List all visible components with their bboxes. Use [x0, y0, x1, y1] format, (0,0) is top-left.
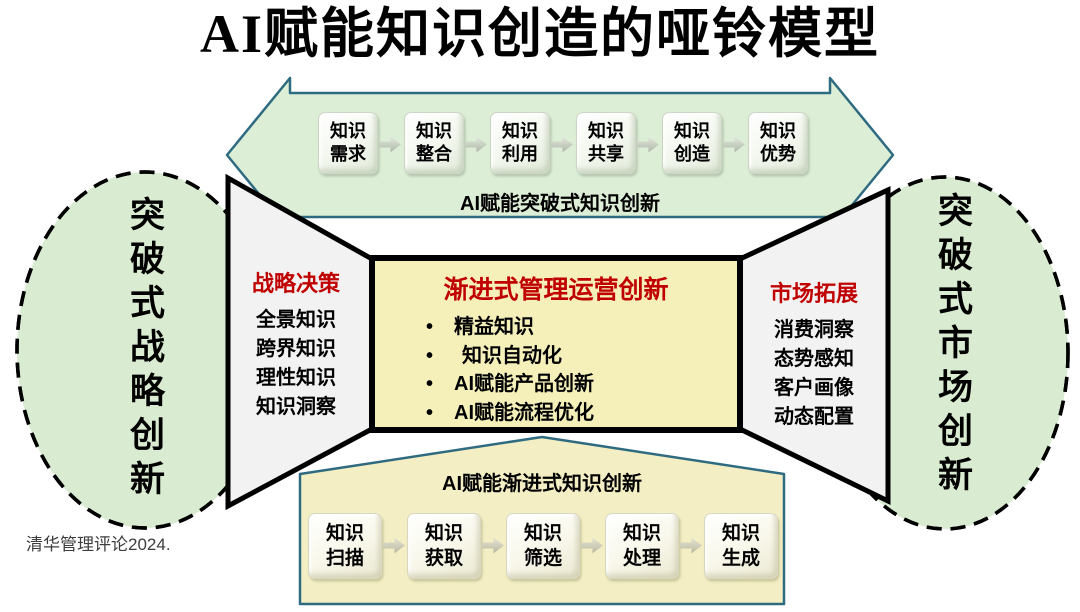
right-panel-item: 客户画像 [774, 377, 854, 399]
center-panel: 渐进式管理运营创新 精益知识 知识自动化 AI赋能产品创新 AI赋能流程优化 [380, 270, 732, 427]
top-step-4-line2: 共享 [588, 144, 624, 164]
right-panel-item: 态势感知 [774, 348, 854, 370]
left-panel-title: 战略决策 [251, 271, 340, 296]
top-step-3-line2: 利用 [502, 144, 538, 164]
top-step-4-line1: 知识 [588, 121, 624, 141]
top-step-2: 知识 整合 [404, 112, 464, 174]
top-step-3: 知识 利用 [490, 112, 550, 174]
top-step-2-line1: 知识 [416, 121, 452, 141]
center-panel-item: 精益知识 [426, 313, 732, 342]
left-panel: 战略决策 全景知识 跨界知识 理性知识 知识洞察 [232, 266, 360, 422]
source-credit: 清华管理评论2024. [26, 535, 171, 554]
top-step-5-line1: 知识 [674, 121, 710, 141]
bottom-step-5: 知识 生成 [704, 513, 778, 579]
bottom-step-1-line1: 知识 [325, 523, 364, 544]
bottom-step-4-line1: 知识 [622, 523, 661, 544]
bottom-step-1: 知识 扫描 [308, 513, 382, 579]
left-panel-item: 理性知识 [256, 367, 336, 389]
center-panel-list: 精益知识 知识自动化 AI赋能产品创新 AI赋能流程优化 [380, 313, 732, 427]
bottom-step-5-line1: 知识 [721, 523, 760, 544]
bottom-band-label: AI赋能渐进式知识创新 [442, 473, 642, 495]
bottom-step-2-line1: 知识 [424, 523, 463, 544]
top-step-1-line2: 需求 [330, 144, 366, 164]
right-ellipse-label: 突破式市场创新 [933, 192, 972, 500]
bottom-step-2: 知识 获取 [407, 513, 481, 579]
right-panel-title: 市场拓展 [769, 281, 858, 306]
top-step-4: 知识 共享 [576, 112, 636, 174]
center-panel-title: 渐进式管理运营创新 [443, 276, 669, 304]
top-step-2-line2: 整合 [416, 144, 452, 164]
right-panel-item: 动态配置 [774, 406, 854, 428]
top-step-1-line1: 知识 [330, 121, 366, 141]
top-step-3-line1: 知识 [502, 121, 538, 141]
right-panel: 市场拓展 消费洞察 态势感知 客户画像 动态配置 [748, 276, 880, 432]
center-panel-item: AI赋能产品创新 [426, 370, 732, 399]
top-step-6-line2: 优势 [760, 144, 796, 164]
bottom-step-3-line1: 知识 [523, 523, 562, 544]
page-title: AI赋能知识创造的哑铃模型 [199, 4, 880, 64]
top-step-6-line1: 知识 [760, 121, 796, 141]
center-panel-item: 知识自动化 [426, 342, 732, 371]
top-step-1: 知识 需求 [318, 112, 378, 174]
right-panel-item: 消费洞察 [774, 319, 854, 341]
bottom-step-3: 知识 筛选 [506, 513, 580, 579]
left-ellipse-label: 突破式战略创新 [125, 196, 164, 504]
center-panel-item: AI赋能流程优化 [426, 399, 732, 428]
left-panel-item: 全景知识 [256, 309, 336, 331]
left-panel-item: 知识洞察 [256, 396, 336, 418]
top-arrow-label: AI赋能突破式知识创新 [460, 193, 660, 215]
bottom-step-1-line2: 扫描 [325, 548, 364, 569]
top-step-5-line2: 创造 [674, 144, 710, 164]
right-ellipse-outline [820, 175, 1070, 531]
bottom-step-3-line2: 筛选 [523, 548, 562, 569]
bottom-step-4: 知识 处理 [605, 513, 679, 579]
top-step-6: 知识 优势 [748, 112, 808, 174]
bottom-step-4-line2: 处理 [622, 548, 661, 569]
bottom-step-2-line2: 获取 [424, 548, 463, 569]
left-panel-item: 跨界知识 [256, 338, 336, 360]
top-step-5: 知识 创造 [662, 112, 722, 174]
bottom-step-5-line2: 生成 [721, 548, 760, 569]
